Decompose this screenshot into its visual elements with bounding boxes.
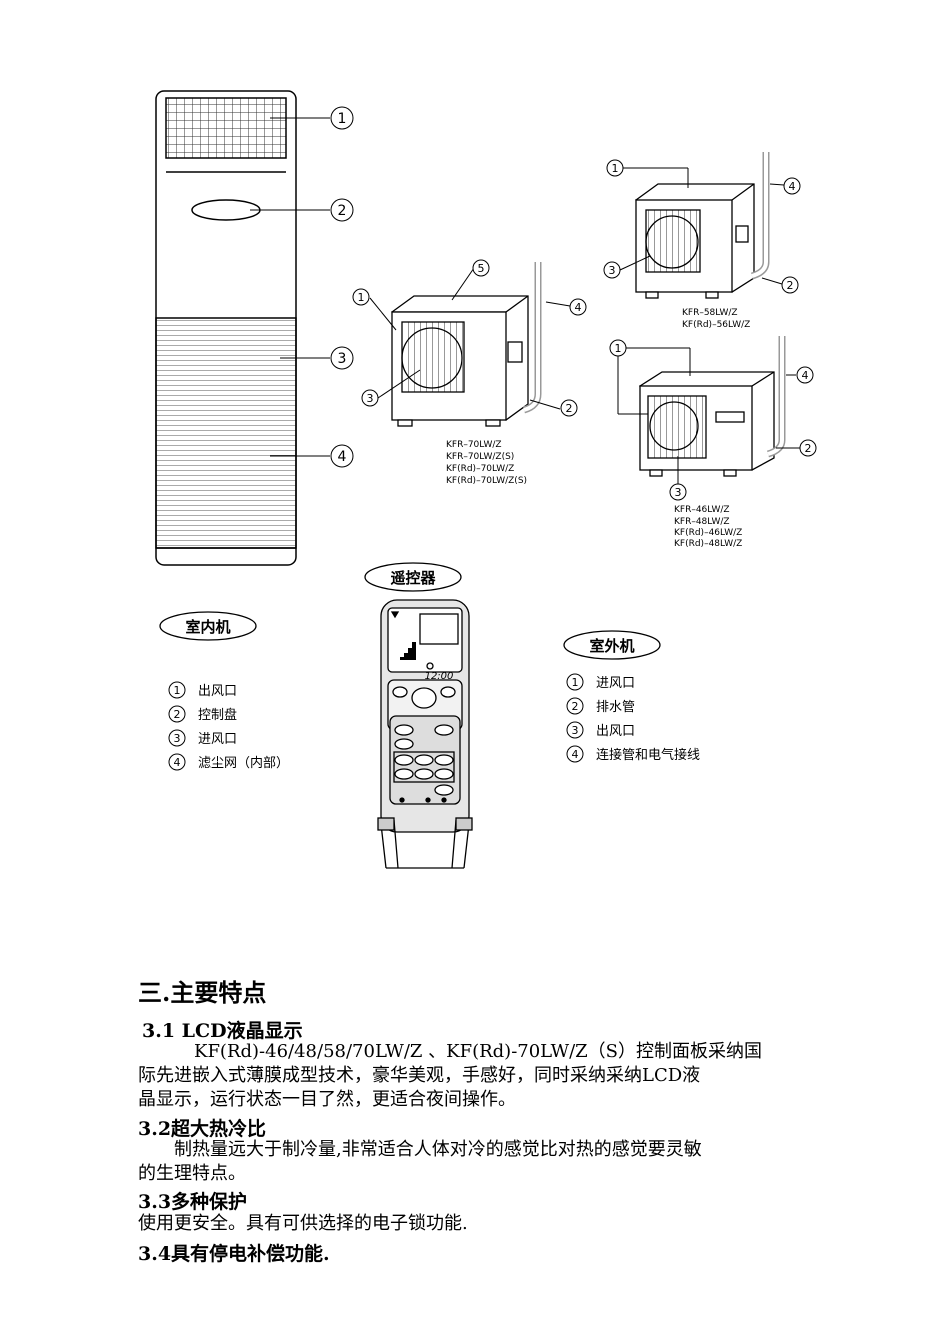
indoor-callout-lines (250, 117, 330, 457)
model-label: KF(Rd)–48LW/Z (674, 539, 742, 549)
callout-number: 2 (787, 279, 794, 292)
model-label: KFR–46LW/Z (674, 505, 730, 515)
legend-label: 进风口 (596, 676, 635, 691)
callout-number: 2 (338, 203, 347, 219)
callout-number: 4 (789, 180, 796, 193)
paragraph-3-1-line-3: 晶显示，运行状态一目了然，更适合夜间操作。 (138, 1089, 516, 1110)
legend-label: 控制盘 (198, 707, 237, 723)
legend-label: 出风口 (198, 684, 237, 699)
svg-text:1: 1 (174, 684, 181, 697)
legend-label: 滤尘网（内部） (198, 755, 289, 771)
indoor-unit-drawing (155, 90, 297, 566)
model-label: KF(Rd)–46LW/Z (674, 528, 742, 538)
model-label: KF(Rd)–70LW/Z(S) (446, 476, 527, 486)
outdoor-unit-b (634, 152, 770, 299)
callout-number: 4 (338, 449, 347, 465)
model-label: KFR–70LW/Z (446, 440, 502, 450)
callout-number: 1 (358, 291, 365, 304)
callout-number: 3 (338, 351, 347, 367)
svg-text:2: 2 (174, 708, 181, 721)
outdoor-c-callout-lines (617, 347, 800, 484)
remote-title: 遥控器 (390, 569, 436, 587)
legend-label: 排水管 (596, 700, 635, 715)
indoor-callouts: 1 2 3 4 (330, 106, 354, 468)
model-label: KFR–70LW/Z(S) (446, 452, 514, 462)
legend-label: 进风口 (198, 732, 237, 747)
heading-3-1: 3.1 LCD液晶显示 (142, 1020, 303, 1042)
outdoor-title-badge: 室外机 (563, 630, 661, 660)
svg-text:3: 3 (572, 724, 579, 737)
model-label: KF(Rd)–70LW/Z (446, 464, 514, 474)
section-title: 三.主要特点 (138, 978, 267, 1007)
legend-label: 连接管和电气接线 (596, 747, 700, 763)
svg-text:1: 1 (572, 676, 579, 689)
callout-number: 5 (478, 262, 485, 275)
outdoor-title: 室外机 (589, 637, 634, 655)
heading-3-3: 3.3多种保护 (138, 1191, 248, 1213)
callout-number: 1 (612, 162, 619, 175)
svg-text:3: 3 (174, 732, 181, 745)
legend-label: 出风口 (596, 724, 635, 739)
callout-number: 3 (609, 264, 616, 277)
outdoor-b-models: KFR–58LW/Z KF(Rd)–56LW/Z (682, 308, 750, 330)
paragraph-3-2-line-1: 制热量远大于制冷量,非常适合人体对冷的感觉比对热的感觉要灵敏 (174, 1139, 702, 1160)
outdoor-c-callouts: 1 2 3 4 (609, 339, 817, 501)
svg-text:2: 2 (572, 700, 579, 713)
heading-3-4: 3.4具有停电补偿功能. (138, 1243, 330, 1265)
outdoor-b-callouts: 1 2 3 4 (603, 159, 801, 294)
heading-3-2: 3.2超大热冷比 (138, 1118, 267, 1140)
model-label: KFR–58LW/Z (682, 308, 738, 318)
remote-title-badge: 遥控器 (364, 562, 462, 592)
model-label: KF(Rd)–56LW/Z (682, 320, 750, 330)
svg-text:4: 4 (572, 748, 579, 761)
paragraph-3-2-line-2: 的生理特点。 (138, 1163, 246, 1184)
callout-number: 3 (675, 486, 682, 499)
indoor-title-badge: 室内机 (159, 611, 257, 641)
paragraph-3-1-line-1: KF(Rd)-46/48/58/70LW/Z 、KF(Rd)-70LW/Z（S）… (194, 1041, 762, 1062)
outdoor-c-models: KFR–46LW/Z KFR–48LW/Z KF(Rd)–46LW/Z KF(R… (674, 505, 742, 549)
outdoor-unit-a (390, 262, 542, 427)
paragraph-3-1-line-2: 际先进嵌入式薄膜成型技术，豪华美观，手感好，同时采纳采纳LCD液 (138, 1065, 701, 1086)
remote-control (377, 599, 473, 869)
callout-number: 1 (338, 111, 347, 127)
air-conditioner-diagram: 1 2 3 4 1 2 3 4 5 KFR–70LW/Z KFR–70LW/Z(… (155, 90, 817, 869)
outdoor-a-callout-lines (369, 267, 571, 410)
outdoor-a-models: KFR–70LW/Z KFR–70LW/Z(S) KF(Rd)–70LW/Z K… (446, 440, 527, 486)
remote-time-display: 12:00 (425, 671, 454, 682)
callout-number: 1 (615, 342, 622, 355)
callout-number: 4 (802, 369, 809, 382)
callout-number: 3 (367, 392, 374, 405)
outdoor-a-callouts: 1 2 3 4 5 (352, 259, 587, 417)
callout-number: 2 (566, 402, 573, 415)
outdoor-legend: 1 进风口 2 排水管 3 出风口 4 连接管和电气接线 (566, 673, 700, 763)
paragraph-3-3-line-1: 使用更安全。具有可供选择的电子锁功能. (138, 1213, 468, 1234)
callout-number: 2 (805, 442, 812, 455)
outdoor-unit-c (638, 336, 786, 477)
callout-number: 4 (575, 301, 582, 314)
svg-text:4: 4 (174, 756, 181, 769)
indoor-legend: 1 出风口 2 控制盘 3 进风口 4 滤尘网（内部） (168, 681, 289, 771)
model-label: KFR–48LW/Z (674, 517, 730, 527)
outdoor-b-callout-lines (619, 167, 785, 285)
indoor-title: 室内机 (185, 618, 230, 636)
